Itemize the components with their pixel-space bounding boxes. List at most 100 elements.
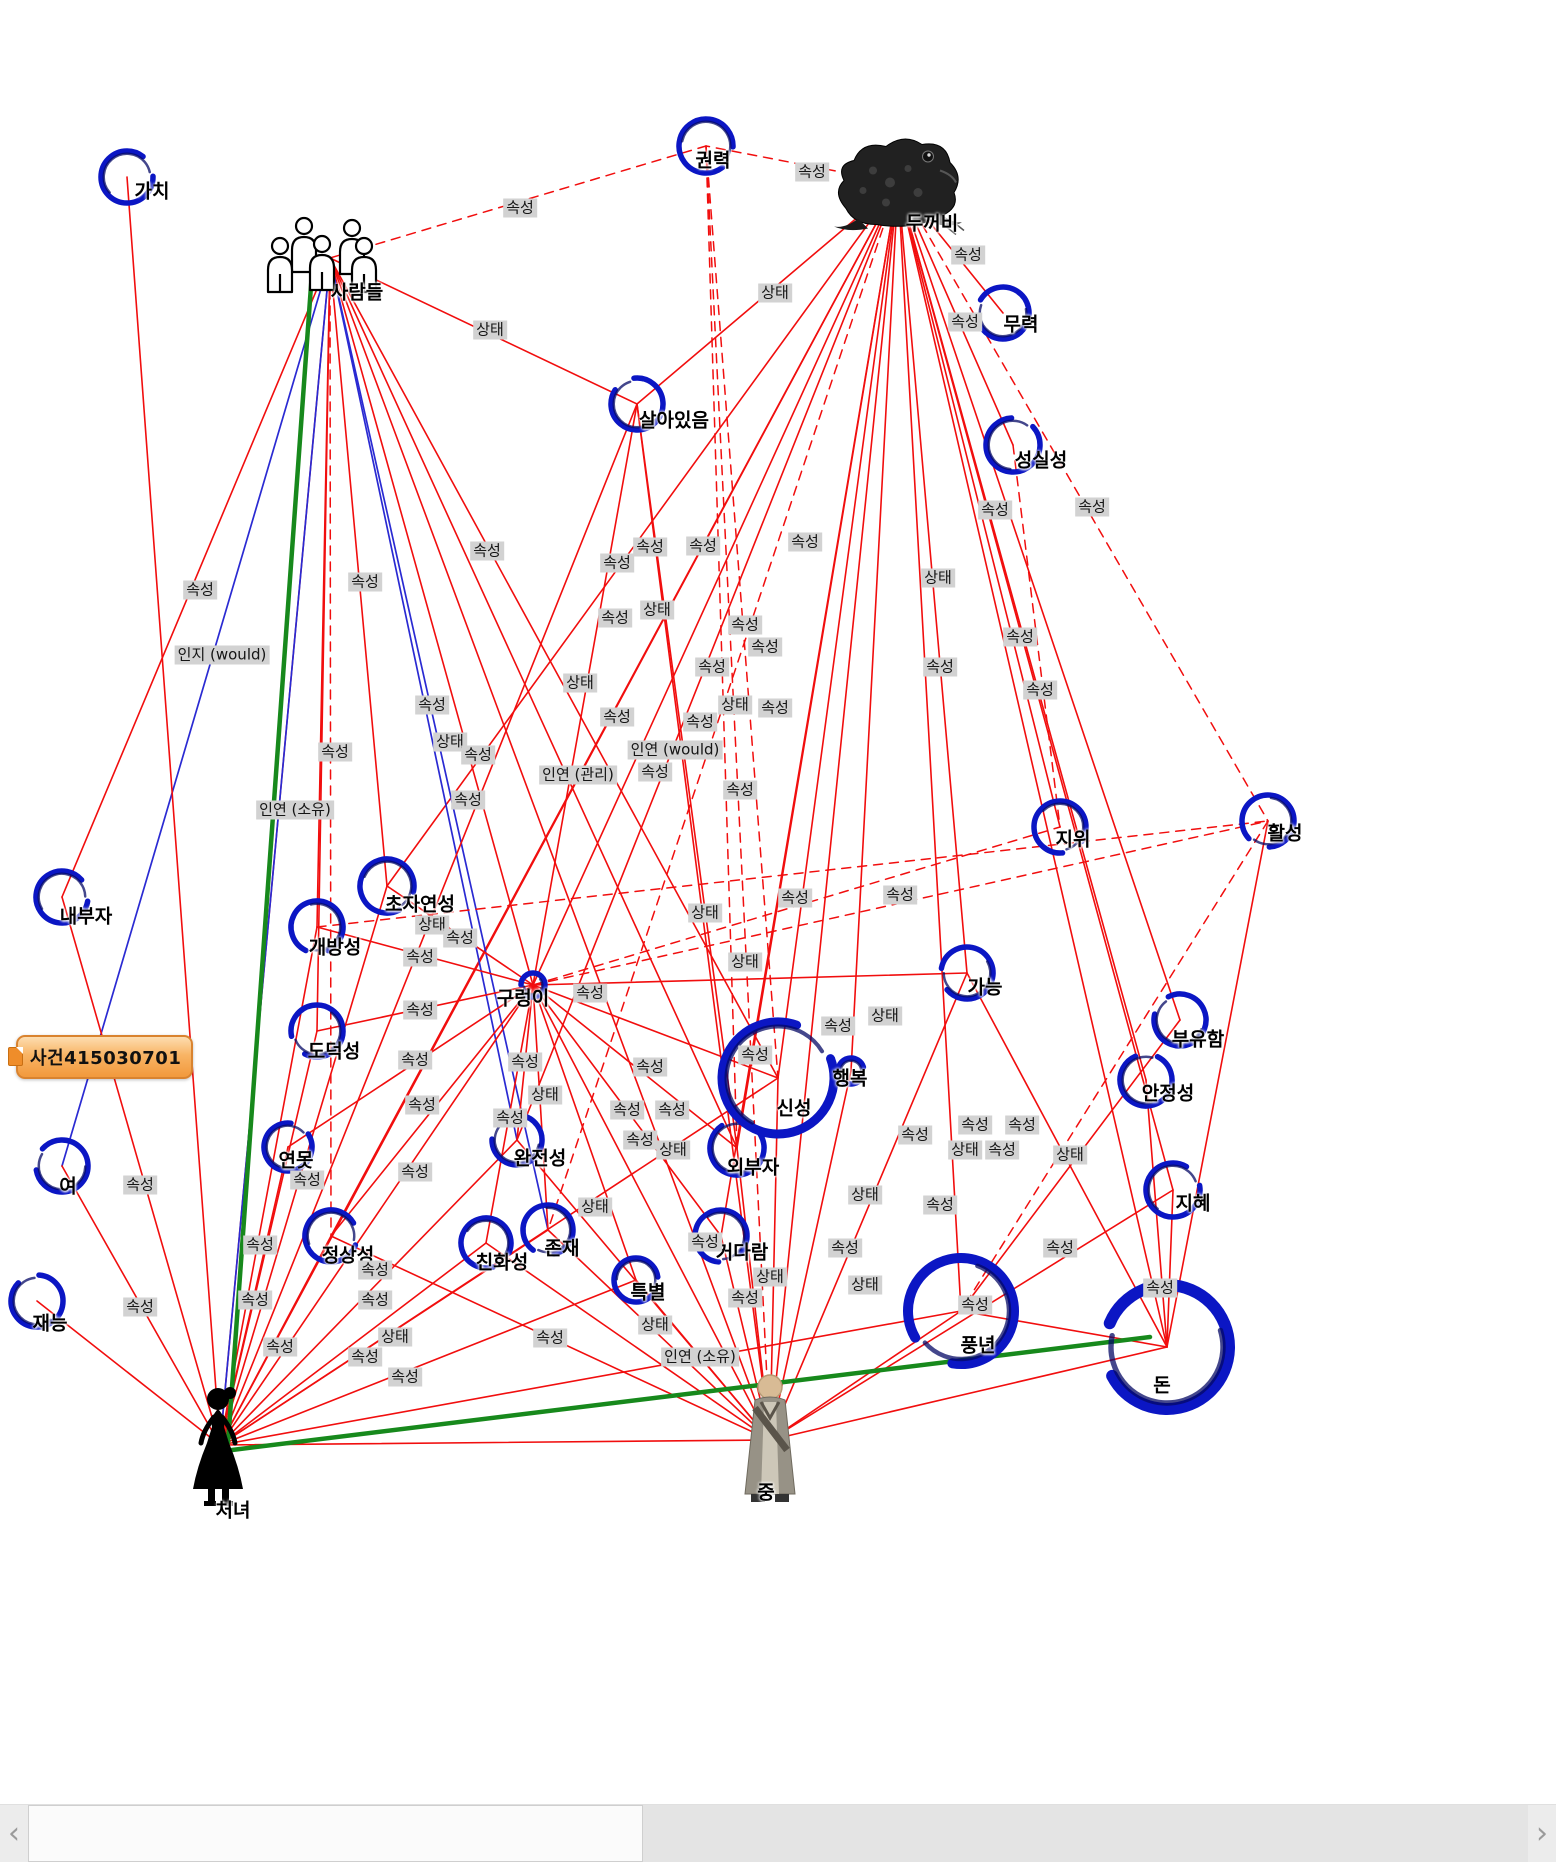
node-haengbok[interactable] (833, 1053, 869, 1089)
edge-label: 속성 (600, 553, 634, 573)
node-teukbyeol[interactable] (605, 1249, 667, 1311)
event-node[interactable]: 사건415030701 (8, 1035, 194, 1079)
node-ganeung[interactable] (936, 942, 998, 1004)
node-label-jihye: 지혜 (1175, 1192, 1211, 1215)
maiden-figure[interactable] (185, 1383, 255, 1507)
edge-label: 속성 (1075, 497, 1109, 517)
node-pungnyeon-sketch (910, 1260, 1012, 1362)
node-gachi[interactable] (98, 148, 156, 206)
node-label-oebuja: 외부자 (726, 1156, 780, 1179)
node-label-buyuham: 부유함 (1171, 1028, 1225, 1051)
node-chinhwaseong[interactable] (455, 1212, 516, 1273)
edge-dukkeobi-buyuham (897, 182, 1181, 1021)
node-naebuja[interactable] (32, 867, 93, 928)
edge-label: 속성 (415, 695, 449, 715)
edge-label: 속성 (923, 657, 957, 677)
edge-saramdeul-chojayeonseong (329, 257, 388, 887)
node-anjeongseong-sketch (1121, 1055, 1171, 1105)
edge-label: 상태 (638, 1315, 672, 1335)
node-sinseong[interactable] (706, 1006, 850, 1150)
edge-label: 속성 (1023, 680, 1057, 700)
scrollbar-thumb[interactable] (28, 1805, 643, 1862)
edge-gwonryeok-oebuja (705, 145, 738, 1149)
node-jiwi[interactable] (1031, 798, 1089, 856)
node-label-gaebangseong: 개방성 (308, 936, 362, 959)
node-gwonryeok-sketch (680, 120, 732, 172)
toad-figure[interactable] (828, 131, 968, 236)
node-saraisseum[interactable] (608, 375, 666, 433)
edge-label: 속성 (958, 1295, 992, 1315)
edge-label: 속성 (123, 1297, 157, 1317)
node-buyuham[interactable] (1145, 985, 1214, 1054)
scroll-right-button[interactable]: › (1536, 1816, 1548, 1851)
edge-label: 속성 (398, 1162, 432, 1182)
node-chojayeonseong[interactable] (351, 850, 423, 922)
node-label-jaeneung: 재능 (32, 1312, 68, 1335)
edge-label: 상태 (728, 952, 762, 972)
edge-label: 상태 (848, 1185, 882, 1205)
edge-jaeneung-cheonyeo (36, 1300, 221, 1446)
edge-jung-cheonyeo (219, 1439, 771, 1446)
edge-label: 속성 (923, 1195, 957, 1215)
node-jihye-sketch (1147, 1164, 1199, 1216)
edge-label: 상태 (921, 568, 955, 588)
edge-label: 속성 (348, 572, 382, 592)
scroll-left-button[interactable]: ‹ (8, 1816, 20, 1851)
node-sinseong-sketch (724, 1024, 832, 1132)
monk-figure[interactable] (731, 1372, 809, 1508)
node-seongsilseong[interactable] (975, 407, 1051, 483)
node-label-saraisseum: 살아있음 (639, 409, 709, 432)
node-gureongi[interactable] (518, 970, 548, 1000)
edge-label: 상태 (848, 1275, 882, 1295)
node-gaebangseong[interactable] (282, 892, 352, 962)
edge-label: 속성 (778, 888, 812, 908)
edge-label: 속성 (398, 1050, 432, 1070)
node-don[interactable] (1086, 1266, 1249, 1429)
node-yeo[interactable] (25, 1129, 98, 1202)
node-hwalseong[interactable] (1231, 784, 1304, 857)
node-pungnyeon[interactable] (889, 1239, 1034, 1384)
horizontal-scrollbar[interactable]: ‹ › (0, 1804, 1556, 1862)
node-dodeokseong[interactable] (287, 1001, 347, 1061)
node-jeongsangseong[interactable] (297, 1202, 365, 1270)
edge-label: 속성 (738, 1045, 772, 1065)
edge-label: 속성 (821, 1016, 855, 1036)
edge-label: 속성 (1143, 1278, 1177, 1298)
node-yeonmot[interactable] (255, 1114, 321, 1180)
node-label-yeonmot: 연못 (278, 1149, 314, 1172)
edge-label: 인연 (소유) (256, 800, 334, 820)
edge-label: 속성 (123, 1175, 157, 1195)
node-label-jiwi: 지위 (1055, 828, 1091, 851)
edge-label: 인연 (소유) (661, 1347, 739, 1367)
node-gachi-sketch (102, 152, 152, 202)
edge-label: 속성 (1043, 1238, 1077, 1258)
edge-label: 속성 (533, 1328, 567, 1348)
node-gwonryeok[interactable] (668, 108, 744, 184)
node-label-seongsilseong: 성실성 (1014, 449, 1068, 472)
node-jaeneung[interactable] (8, 1272, 66, 1330)
edge-label: 속성 (358, 1260, 392, 1280)
edge-chinhwaseong-cheonyeo (219, 1242, 487, 1446)
edge-label: 상태 (1053, 1145, 1087, 1165)
edge-label: 속성 (443, 928, 477, 948)
scrollbar-track[interactable] (28, 1805, 1528, 1862)
node-buyuham-sketch (1155, 995, 1205, 1045)
edge-label: 속성 (493, 1108, 527, 1128)
node-jihye[interactable] (1142, 1159, 1204, 1221)
people-figure[interactable] (264, 216, 396, 300)
edge-jung-chinhwaseong (485, 1242, 771, 1441)
edge-label: 속성 (728, 1288, 762, 1308)
edge-jung-haengbok (769, 1070, 852, 1441)
edge-label: 속성 (883, 885, 917, 905)
edge-label: 상태 (563, 673, 597, 693)
edge-label: 속성 (470, 541, 504, 561)
edge-label: 속성 (600, 707, 634, 727)
node-label-hwalseong: 활성 (1267, 822, 1303, 845)
node-jonjae[interactable] (513, 1195, 583, 1265)
node-muryeok[interactable] (967, 277, 1039, 349)
edge-saramdeul-naebuja (61, 257, 331, 898)
edge-label: 속성 (688, 1232, 722, 1252)
node-anjeongseong[interactable] (1111, 1045, 1181, 1115)
node-label-pungnyeon: 풍년 (960, 1334, 996, 1357)
